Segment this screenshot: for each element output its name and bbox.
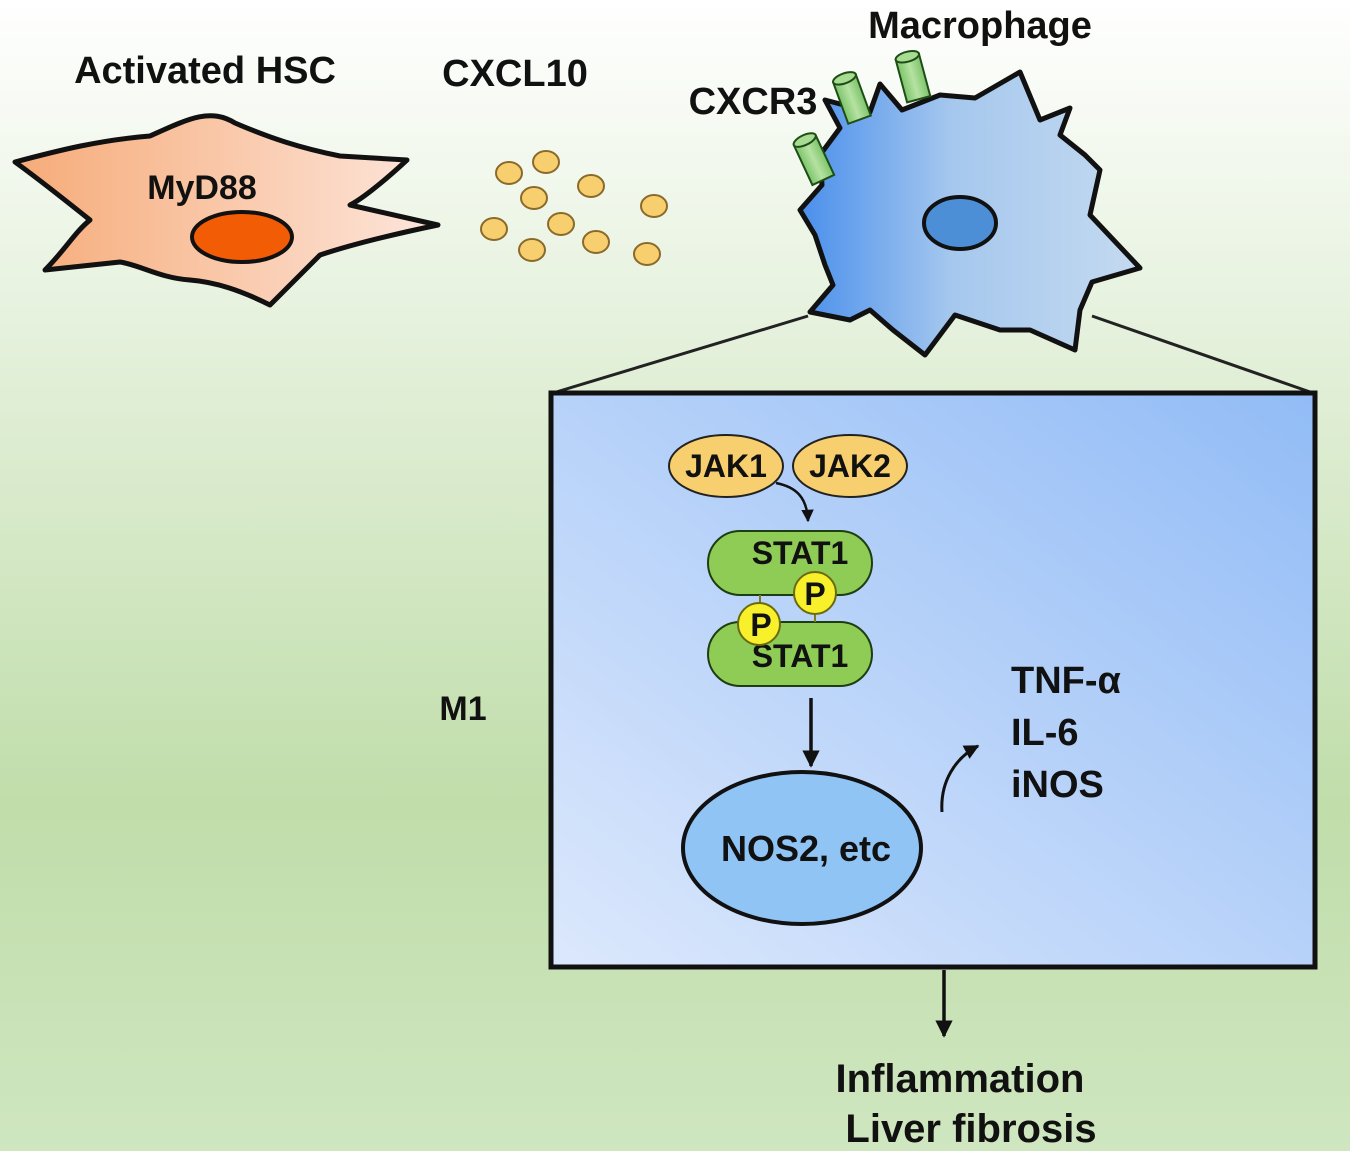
outcome-liver-fibrosis: Liver fibrosis bbox=[845, 1107, 1096, 1151]
hsc-cell bbox=[12, 113, 441, 308]
cxcr3-receptors bbox=[792, 50, 932, 187]
jak1-node bbox=[668, 434, 784, 498]
cxcl10-dot bbox=[520, 186, 548, 210]
phospho-label-top: P bbox=[804, 576, 825, 612]
output-il6: IL-6 bbox=[1011, 712, 1079, 754]
jak2-node bbox=[792, 434, 908, 498]
macrophage-nucleus bbox=[922, 195, 998, 251]
macrophage-label: Macrophage bbox=[868, 5, 1092, 47]
nos2-to-outputs-arrow bbox=[940, 744, 980, 813]
nos2-label: NOS2, etc bbox=[721, 828, 891, 869]
nos2-node bbox=[681, 770, 923, 926]
cxcl10-dot bbox=[640, 194, 668, 218]
cxcl10-dots bbox=[480, 150, 668, 266]
phospho-circle-bottom bbox=[737, 602, 781, 646]
cxcl10-dot bbox=[582, 230, 610, 254]
zoom-line-left bbox=[552, 314, 809, 395]
zoom-line-right bbox=[1091, 314, 1314, 395]
cxcr3-receptor bbox=[792, 132, 836, 187]
cxcr3-label: CXCR3 bbox=[689, 81, 818, 123]
cxcr3-receptor bbox=[831, 71, 873, 126]
cxcl10-dot bbox=[518, 238, 546, 262]
cxcr3-receptor bbox=[894, 50, 932, 104]
phospho-circle-top bbox=[793, 571, 837, 615]
jak1-label: JAK1 bbox=[685, 448, 767, 484]
phospho-label-bottom: P bbox=[750, 607, 771, 643]
jak-to-stat1-arrow bbox=[775, 481, 814, 523]
output-tnf-alpha: TNF-α bbox=[1011, 660, 1121, 702]
stat1-top-label: STAT1 bbox=[752, 535, 849, 571]
cxcl10-dot bbox=[495, 161, 523, 185]
activated-hsc-label: Activated HSC bbox=[74, 50, 336, 92]
m1-signaling-panel bbox=[548, 390, 1318, 970]
cxcl10-dot bbox=[633, 242, 661, 266]
output-inos: iNOS bbox=[1011, 764, 1104, 806]
m1-label: M1 bbox=[439, 690, 486, 728]
cxcl10-dot bbox=[480, 217, 508, 241]
cxcl10-dot bbox=[547, 212, 575, 236]
cxcl10-dot bbox=[532, 150, 560, 174]
myd88-label: MyD88 bbox=[147, 169, 257, 207]
jak2-label: JAK2 bbox=[809, 448, 891, 484]
cxcl10-dot bbox=[577, 174, 605, 198]
cxcl10-label: CXCL10 bbox=[442, 53, 588, 95]
outcome-inflammation: Inflammation bbox=[836, 1057, 1085, 1101]
hsc-nucleus bbox=[190, 210, 294, 264]
